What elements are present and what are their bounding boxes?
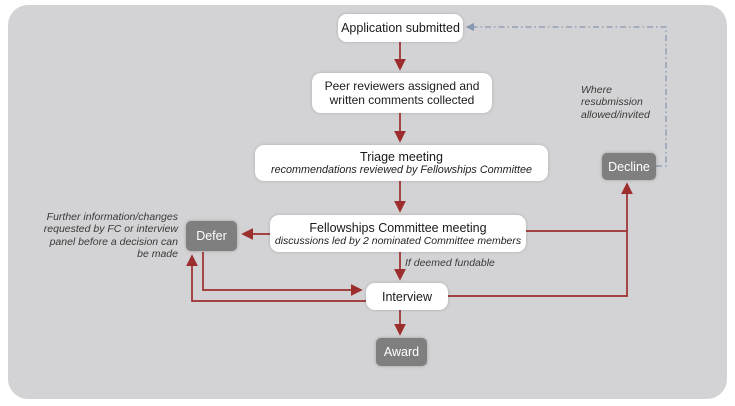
node-label: Award xyxy=(383,345,420,359)
node-subtitle: discussions led by 2 nominated Committee… xyxy=(274,234,522,247)
node-label: Application submitted xyxy=(341,21,460,35)
defer-note: Further information/changes requested by… xyxy=(43,211,178,261)
fundable-note: If deemed fundable xyxy=(405,257,495,269)
node-label: Interview xyxy=(381,289,433,304)
node-defer: Defer xyxy=(186,221,237,251)
node-label-line2: written comments collected xyxy=(329,93,475,107)
node-interview: Interview xyxy=(366,283,448,310)
node-label: Defer xyxy=(196,229,227,243)
node-peer-reviewers: Peer reviewers assigned and written comm… xyxy=(312,73,492,113)
node-fellowships-committee-meeting: Fellowships Committee meeting discussion… xyxy=(270,215,526,252)
node-triage-meeting: Triage meeting recommendations reviewed … xyxy=(255,145,548,181)
arrow-interview-to-defer xyxy=(186,254,366,302)
node-award: Award xyxy=(376,338,427,366)
node-label-line1: Peer reviewers assigned and xyxy=(324,79,480,93)
node-title: Triage meeting xyxy=(360,150,443,164)
node-decline: Decline xyxy=(602,153,656,180)
diagram-panel xyxy=(8,5,727,399)
node-application-submitted: Application submitted xyxy=(338,14,463,42)
dashed-arrow-decline-to-application xyxy=(465,22,667,167)
node-title: Fellowships Committee meeting xyxy=(309,220,487,235)
arrow-defer-to-interview xyxy=(202,252,363,296)
node-subtitle: recommendations reviewed by Fellowships … xyxy=(270,164,533,176)
resubmission-note: Where resubmission allowed/invited xyxy=(581,84,650,121)
arrow-interview-to-decline xyxy=(448,182,633,297)
node-label: Decline xyxy=(608,159,650,174)
